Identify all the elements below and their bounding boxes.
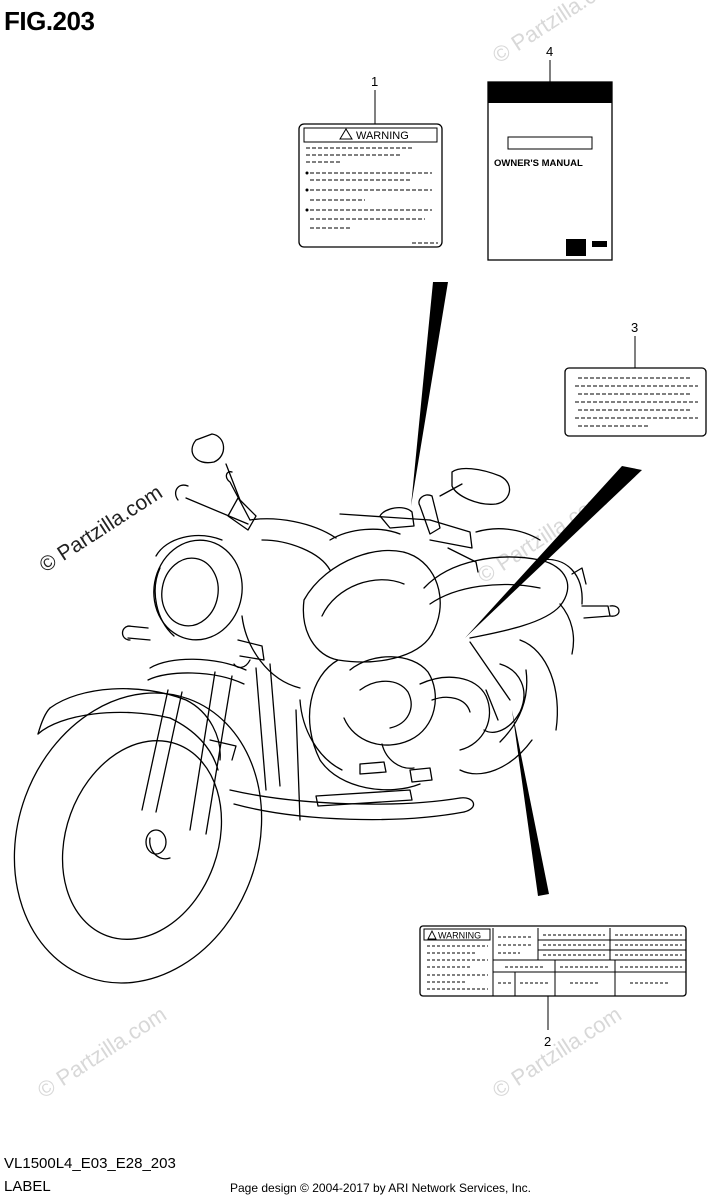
info-label-3[interactable] bbox=[564, 367, 707, 437]
callout-number-3: 3 bbox=[631, 320, 638, 335]
callout-number-2: 2 bbox=[544, 1034, 551, 1049]
model-code: VL1500L4_E03_E28_203 bbox=[4, 1155, 176, 1172]
callout-2: 2 bbox=[544, 996, 551, 1049]
motorcycle-illustration bbox=[13, 433, 620, 984]
callout-4: 4 bbox=[546, 44, 553, 82]
pointer-wedge-1 bbox=[411, 282, 448, 506]
warning-label-1-text: WARNING bbox=[356, 130, 409, 142]
callout-3: 3 bbox=[631, 320, 638, 368]
callout-1: 1 bbox=[371, 74, 378, 124]
owners-manual-title: OWNER'S MANUAL bbox=[494, 158, 583, 169]
page-credit: Page design © 2004-2017 by ARI Network S… bbox=[230, 1181, 532, 1195]
section-label: LABEL bbox=[4, 1178, 51, 1195]
pointer-wedge-2 bbox=[512, 710, 549, 896]
owners-manual-4[interactable]: OWNER'S MANUAL bbox=[487, 81, 613, 261]
pointer-wedge-3 bbox=[465, 466, 642, 638]
figure-title: FIG.203 bbox=[4, 6, 95, 36]
warning-label-1[interactable]: WARNING bbox=[298, 123, 443, 248]
warning-label-2-text: WARNING bbox=[438, 931, 481, 941]
warning-label-2[interactable]: WARNING bbox=[419, 925, 687, 997]
callout-number-1: 1 bbox=[371, 74, 378, 89]
callout-number-4: 4 bbox=[546, 44, 553, 59]
